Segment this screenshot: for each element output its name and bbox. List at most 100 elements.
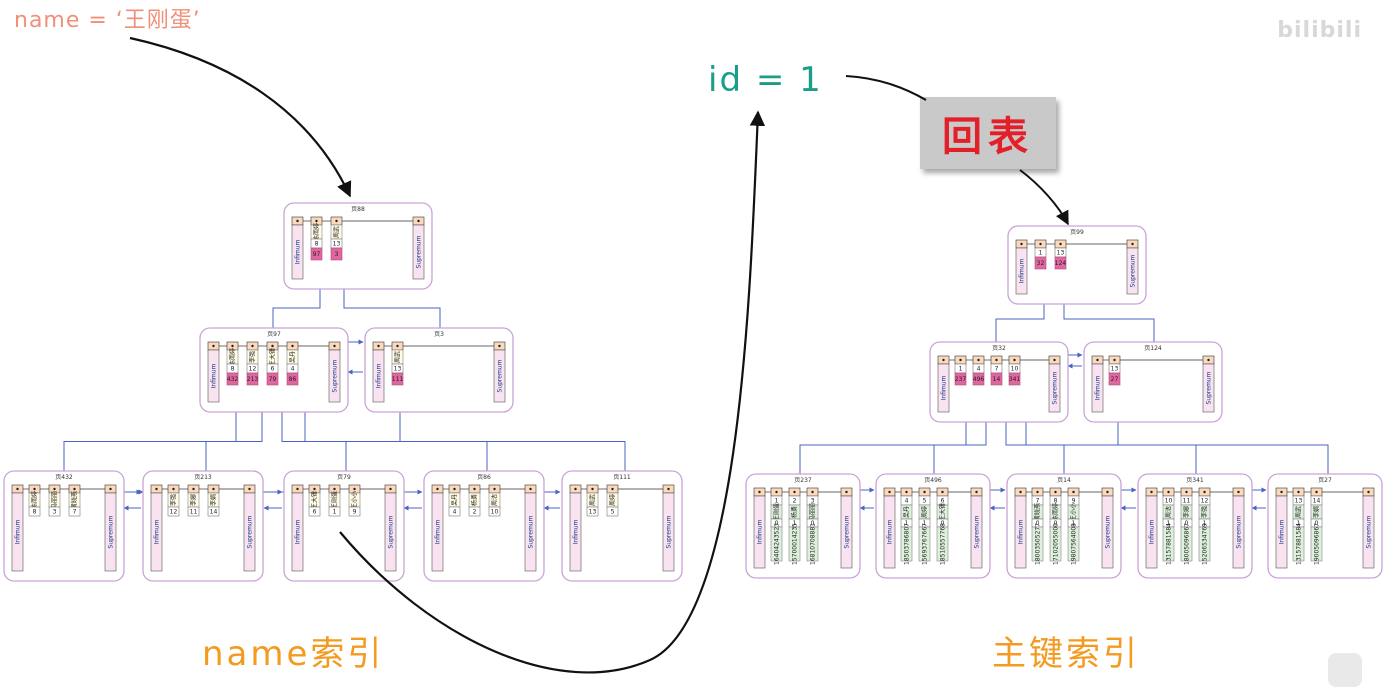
flag-field-text: 0 xyxy=(775,520,779,527)
child-page-no-text: 3 xyxy=(335,251,339,258)
primary-id xyxy=(348,506,361,517)
infimum-record xyxy=(207,349,220,403)
primary-id xyxy=(187,506,200,517)
child-pointer-link xyxy=(931,410,987,481)
page-title: 页111 xyxy=(613,474,631,481)
supremum-record xyxy=(493,349,506,403)
primary-key-text: 14 xyxy=(1313,498,1321,505)
pointer-dot xyxy=(1167,490,1170,494)
child-page-no-text: 341 xyxy=(1009,376,1021,383)
name-field-text: 周武 xyxy=(1295,506,1303,518)
pointer-dot xyxy=(1020,242,1023,246)
infimum-label: Infimum xyxy=(211,363,218,388)
pointer-dot xyxy=(212,344,215,348)
supremum-label: Supremum xyxy=(108,515,115,548)
child-pointer-link xyxy=(1025,410,1199,481)
page-title: 页88 xyxy=(351,206,365,213)
primary-key-text: 5 xyxy=(923,498,927,505)
secondary-index-query: name = ‘王刚蛋’ xyxy=(14,8,201,33)
pointer-dot xyxy=(1185,490,1188,494)
flag-field-text: 0 xyxy=(1036,520,1040,527)
phone-field-text: 15700014235 xyxy=(792,523,799,565)
pointer-dot xyxy=(1036,490,1039,494)
infimum-label: Infimum xyxy=(376,363,383,388)
infimum-record xyxy=(569,492,582,572)
supremum-label: Supremum xyxy=(974,515,981,548)
child-page-no-text: 86 xyxy=(289,376,297,383)
phone-field-text: 18003505277 xyxy=(1035,523,1042,565)
pointer-dot xyxy=(333,487,336,491)
infimum-label: Infimum xyxy=(1019,258,1026,283)
primary-id-text: 13 xyxy=(589,509,597,516)
arrow-id-to-back xyxy=(845,75,927,101)
phone-field xyxy=(900,526,913,562)
primary-key-text: 3 xyxy=(811,498,815,505)
pointer-dot xyxy=(1054,490,1057,494)
page-title: 页237 xyxy=(794,477,812,484)
pointer-dot xyxy=(53,487,56,491)
pointer-dot xyxy=(16,487,19,491)
phone-field xyxy=(1180,526,1193,562)
name-field-text: 王刚蛋 xyxy=(773,503,781,521)
primary-id xyxy=(308,506,321,517)
pointer-dot xyxy=(667,487,670,491)
page-title: 页86 xyxy=(477,474,491,481)
supremum-record xyxy=(524,492,537,572)
pointer-dot xyxy=(574,487,577,491)
phone-field xyxy=(770,526,783,562)
name-key-text: 周武 xyxy=(394,351,402,363)
pointer-dot xyxy=(591,487,594,491)
pointer-dot xyxy=(335,219,338,223)
pointer-dot xyxy=(775,490,778,494)
supremum-record xyxy=(662,492,675,572)
flag-field-text: 1 xyxy=(1167,520,1171,527)
supremum-record xyxy=(412,224,425,280)
infimum-record xyxy=(1014,495,1027,569)
child-page-no xyxy=(246,372,259,386)
page-title: 页97 xyxy=(267,331,281,338)
supremum-label: Supremum xyxy=(247,515,254,548)
supremum-label: Supremum xyxy=(332,359,339,392)
infimum-record xyxy=(431,492,444,572)
phone-field-text: 15206534769 xyxy=(1202,523,1209,565)
phone-field-text: 18503786807 xyxy=(904,523,911,565)
page-title: 页432 xyxy=(55,474,73,481)
pointer-dot xyxy=(1053,358,1056,362)
name-key-text: 冯丽丽 xyxy=(51,491,59,509)
infimum-label: Infimum xyxy=(15,519,22,544)
primary-id-text: 6 xyxy=(313,509,317,516)
primary-id xyxy=(606,506,619,517)
name-field-text: 李娟 xyxy=(1313,506,1321,518)
pointer-dot xyxy=(377,344,380,348)
primary-key-text: 13 xyxy=(1057,250,1065,257)
child-page-no-text: 432 xyxy=(227,376,239,383)
pointer-dot xyxy=(231,344,234,348)
flag-field-text: 0 xyxy=(1315,520,1319,527)
name-key-text: 陈雨婷 xyxy=(31,491,39,509)
infimum-record xyxy=(937,363,950,413)
infimum-label: Infimum xyxy=(1095,375,1102,400)
child-pointer-link xyxy=(1117,410,1331,481)
supremum-record xyxy=(328,349,341,403)
name-key-text: 周武 xyxy=(589,494,597,506)
pointer-dot xyxy=(941,490,944,494)
pointer-dot xyxy=(251,344,254,348)
infimum-record xyxy=(883,495,896,569)
primary-id-text: 8 xyxy=(33,509,37,516)
pointer-dot xyxy=(1096,358,1099,362)
supremum-record xyxy=(243,492,256,572)
pointer-dot xyxy=(396,344,399,348)
pointer-dot xyxy=(923,490,926,494)
primary-id xyxy=(488,506,501,517)
primary-id-text: 2 xyxy=(473,509,477,516)
supremum-label: Supremum xyxy=(1236,515,1243,548)
pointer-dot xyxy=(296,487,299,491)
child-page-no-text: 111 xyxy=(392,376,404,383)
phone-field xyxy=(806,526,819,562)
pointer-dot xyxy=(417,219,420,223)
primary-id-text: 12 xyxy=(249,366,257,373)
primary-id-text: 4 xyxy=(291,366,295,373)
